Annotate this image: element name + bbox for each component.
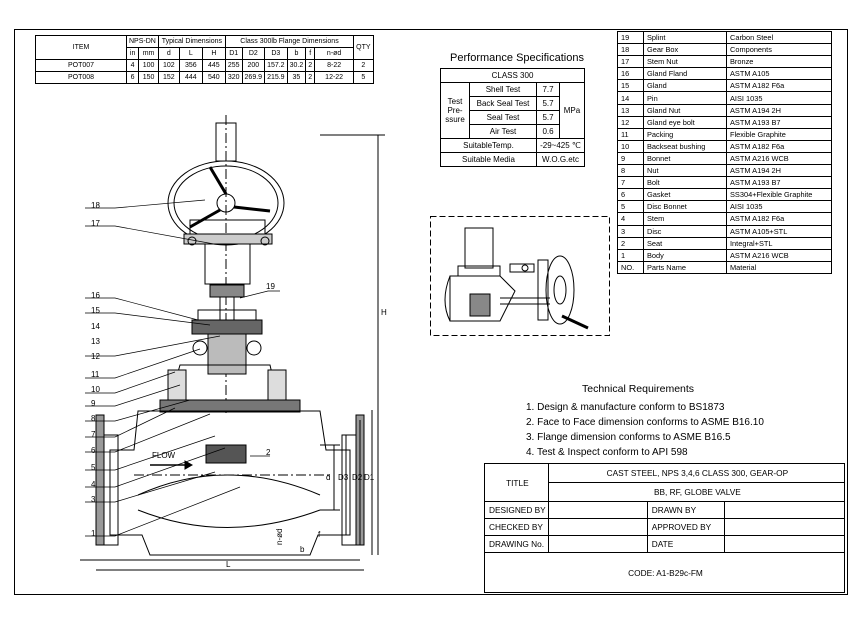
flow-label: FLOW <box>152 451 176 460</box>
date-label: DATE <box>646 535 725 553</box>
valve-outline <box>80 115 385 571</box>
checked-by-value <box>547 518 648 536</box>
drawing-no-value <box>547 535 648 553</box>
dim-label-D1: D1 <box>364 473 375 482</box>
designed-by-value <box>547 501 648 519</box>
dim-cell: 269.9 <box>241 71 266 84</box>
callout-5: 5 <box>91 463 96 472</box>
callout-6: 6 <box>91 446 96 455</box>
technical-requirement-item: 3. Flange dimension conforms to ASME B16… <box>526 432 731 443</box>
detail-drawing <box>444 227 589 330</box>
callout-11: 11 <box>91 370 100 379</box>
callout-13: 13 <box>91 337 100 346</box>
callout-9: 9 <box>91 399 96 408</box>
title-line-1: CAST STEEL, NPS 3,4,6 CLASS 300, GEAR-OP <box>547 463 846 483</box>
dim-cell: POT008 <box>35 71 127 84</box>
drawing-frame <box>14 29 848 595</box>
dim-cell: 540 <box>201 71 226 84</box>
title-label: TITLE <box>484 463 549 502</box>
dim-cell: 6 <box>125 71 140 84</box>
performance-table: CLASS 300 Test Pre- ssure Shell Test 7.7… <box>440 68 585 167</box>
technical-requirement-item: 2. Face to Face dimension conforms to AS… <box>526 417 764 428</box>
perf-media-value: W.O.G.etc <box>536 152 585 167</box>
dim-cell: 5 <box>353 71 374 84</box>
part-material: ASTM A194 2H <box>726 164 832 178</box>
perf-test-pressure-label: Test Pre- ssure <box>440 82 470 139</box>
callout-14: 14 <box>91 322 100 331</box>
callout-17: 17 <box>91 219 100 228</box>
technical-requirements-title: Technical Requirements <box>582 383 695 395</box>
dim-cell: 320 <box>224 71 243 84</box>
perf-unit: MPa <box>559 82 585 139</box>
drawn-by-value <box>723 501 846 519</box>
callout-4: 4 <box>91 480 96 489</box>
drawing-code: CODE: A1-B29c-FM <box>484 552 845 593</box>
dim-label-H: H <box>381 308 387 317</box>
designed-by-label: DESIGNED BY <box>484 501 549 519</box>
part-material: Material <box>726 260 832 274</box>
dim-label-d: d <box>326 473 330 482</box>
technical-requirement-item: 1. Design & manufacture conform to BS187… <box>526 402 725 413</box>
title-line-2: BB, RF, GLOBE VALVE <box>547 482 846 502</box>
callout-1: 1 <box>91 529 96 538</box>
checked-by-label: CHECKED BY <box>484 518 549 536</box>
performance-title: Performance Specifications <box>450 52 584 64</box>
callout-16: 16 <box>91 291 100 300</box>
title-block: TITLE CAST STEEL, NPS 3,4,6 CLASS 300, G… <box>484 463 846 593</box>
callout-18: 18 <box>91 201 100 210</box>
technical-requirement-item: 4. Test & Inspect conform to API 598 <box>526 447 688 458</box>
approved-by-label: APPROVED BY <box>646 518 725 536</box>
valve-body <box>109 410 351 556</box>
dim-cell: 35 <box>286 71 307 84</box>
dim-label-f: f <box>318 530 321 539</box>
callout-2: 2 <box>266 448 271 457</box>
approved-by-value <box>723 518 846 536</box>
date-value <box>723 535 846 553</box>
callout-8: 8 <box>91 414 96 423</box>
valve-drawing: H L d D3 D2 D1 b f n-ød FLOW <box>80 115 387 571</box>
callout-19: 19 <box>266 282 275 291</box>
detail-border <box>430 216 610 336</box>
callout-3: 3 <box>91 495 96 504</box>
dim-cell: 150 <box>138 71 159 84</box>
callout-12: 12 <box>91 352 100 361</box>
part-material: Flexible Graphite <box>726 127 832 141</box>
dimensions-table: ITEM NPS-DN Typical Dimensions Class 300… <box>35 35 374 84</box>
dim-label-L: L <box>226 560 231 569</box>
drawing-no-label: DRAWING No. <box>484 535 549 553</box>
table-row: POT007 4 100 102 356 445 255 200 157.2 3… <box>35 59 374 72</box>
callout-10: 10 <box>91 385 100 394</box>
callout-15: 15 <box>91 306 100 315</box>
drawn-by-label: DRAWN BY <box>646 501 725 519</box>
dim-label-D3: D3 <box>338 473 349 482</box>
callout-7: 7 <box>91 430 96 439</box>
dim-label-b: b <box>300 545 305 554</box>
gearbox-detail-view <box>430 216 610 336</box>
dim-label-n-od: n-ød <box>275 529 284 545</box>
dimension-labels: H L d D3 D2 D1 b f n-ød FLOW <box>152 308 387 569</box>
dim-label-D2: D2 <box>352 473 363 482</box>
table-row: POT008 6 150 152 444 540 320 269.9 215.9… <box>35 71 374 84</box>
